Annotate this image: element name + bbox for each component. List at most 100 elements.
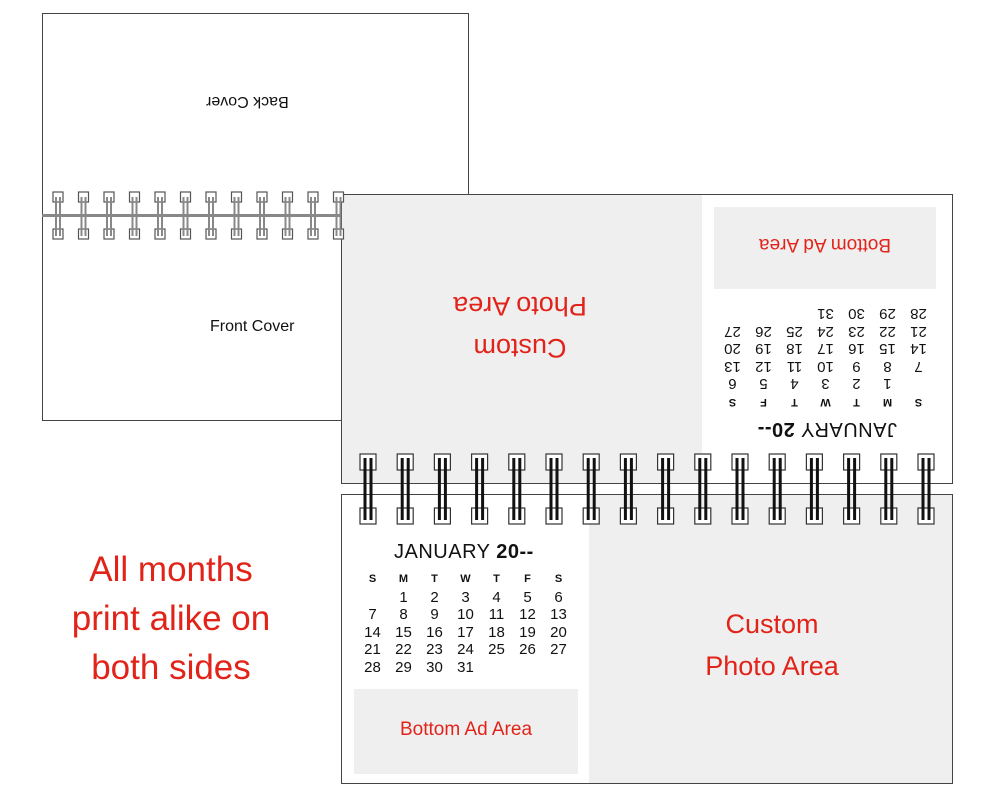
day-cell: 14 (364, 623, 381, 641)
cover-coil-hole (205, 191, 217, 203)
calendar-coil-hole (471, 453, 489, 471)
upper-photo-area (342, 195, 702, 483)
caption-line-1: All months (89, 550, 253, 589)
calendar-coil-hole (805, 453, 824, 471)
cover-coil-hole (281, 228, 294, 240)
calendar-coil-hole (396, 507, 414, 525)
day-cell: 26 (519, 641, 536, 658)
day-cell: 24 (457, 641, 474, 658)
day-cell: 30 (426, 658, 443, 676)
weekday-header: M (398, 573, 409, 585)
day-cell: 18 (488, 623, 505, 641)
photo-line2: Photo Area (705, 651, 839, 681)
cover-coil-hole (179, 191, 192, 203)
cover-coil-hole (281, 191, 294, 203)
day-cell: 23 (426, 641, 443, 658)
day-cell: 31 (457, 658, 474, 676)
caption-line-2: print alike on (71, 599, 271, 638)
cover-coil-hole (230, 191, 243, 203)
lower-calendar-title: JANUARY 20-- (394, 541, 534, 564)
calendar-coil-hole (805, 507, 824, 525)
day-cell: 12 (519, 606, 536, 623)
calendar-coil-hole (433, 453, 451, 471)
calendar-coil-hole (359, 507, 377, 525)
cover-coil-hole (154, 228, 166, 240)
calendar-coil-hole (619, 507, 638, 525)
day-cell: 10 (457, 606, 474, 623)
day-cell: 15 (395, 623, 412, 641)
calendar-coil-hole (768, 507, 786, 525)
cover-coil-hole (52, 191, 64, 203)
calendar-coil-hole (471, 507, 489, 525)
weekday-header: W (460, 573, 471, 585)
cover-coil-hole (128, 191, 141, 203)
day-cell: 9 (430, 606, 439, 623)
cover-fold-line (42, 214, 342, 217)
day-cell: 5 (523, 588, 532, 606)
lower-ad-area-label: Bottom Ad Area (399, 719, 533, 740)
cover-coil-hole (77, 228, 90, 240)
day-cell: 22 (395, 641, 412, 658)
upper-ad-area (714, 207, 936, 289)
day-cell: 21 (364, 641, 381, 658)
calendar-coil-hole (917, 507, 935, 525)
calendar-coil-hole (917, 453, 935, 471)
calendar-coil-hole (842, 507, 861, 525)
calendar-coil-hole (508, 453, 526, 471)
cover-coil-hole (256, 228, 268, 240)
caption-line-3: both sides (91, 648, 251, 687)
calendar-coil-hole (694, 453, 712, 471)
day-cell: 7 (368, 606, 377, 623)
day-cell: 27 (550, 641, 567, 658)
calendar-coil-hole (619, 453, 638, 471)
day-cell: 11 (488, 606, 505, 623)
cover-coil-hole (332, 228, 345, 240)
day-cell: 6 (554, 588, 563, 606)
calendar-coil-hole (656, 453, 675, 471)
lower-month: JANUARY (394, 541, 491, 563)
lower-photo-area-label: Custom Photo Area (672, 603, 872, 687)
lower-year: 20-- (496, 541, 534, 563)
cover-coil-hole (128, 228, 141, 240)
weekday-header: S (368, 573, 377, 585)
day-cell: 1 (399, 588, 408, 606)
lower-ad-area (354, 689, 578, 774)
cover-coil-hole (230, 228, 243, 240)
calendar-coil-hole (545, 507, 563, 525)
calendar-coil-hole (545, 453, 563, 471)
calendar-coil-hole (880, 453, 898, 471)
day-cell: 2 (430, 588, 439, 606)
cover-coil-hole (52, 228, 64, 240)
calendar-coil-hole (694, 507, 712, 525)
calendar-coil-hole (656, 507, 675, 525)
cover-coil-hole (103, 228, 115, 240)
calendar-coil-hole (768, 453, 786, 471)
calendar-coil-hole (731, 507, 749, 525)
day-cell: 25 (488, 641, 505, 658)
cover-coil-hole (332, 191, 345, 203)
calendar-coil-hole (359, 453, 377, 471)
cover-coil-hole (77, 191, 90, 203)
cover-coil-hole (179, 228, 192, 240)
calendar-coil-hole (842, 453, 861, 471)
calendar-coil-hole (508, 507, 526, 525)
calendar-coil-hole (582, 507, 600, 525)
lower-photo-area (589, 495, 952, 783)
calendar-coil-hole (433, 507, 451, 525)
day-cell: 13 (550, 606, 567, 623)
calendar-coil-hole (880, 507, 898, 525)
weekday-header: T (431, 573, 438, 585)
weekday-header: S (554, 573, 563, 585)
day-cell: 3 (461, 588, 470, 606)
caption: All months print alike on both sides (40, 545, 302, 692)
cover-coil-hole (205, 228, 217, 240)
photo-line1: Custom (725, 609, 819, 639)
day-cell: 8 (399, 606, 408, 623)
weekday-header: F (524, 573, 531, 585)
day-cell: 19 (519, 623, 536, 641)
calendar-coil-hole (731, 453, 749, 471)
day-cell: 28 (364, 658, 381, 676)
